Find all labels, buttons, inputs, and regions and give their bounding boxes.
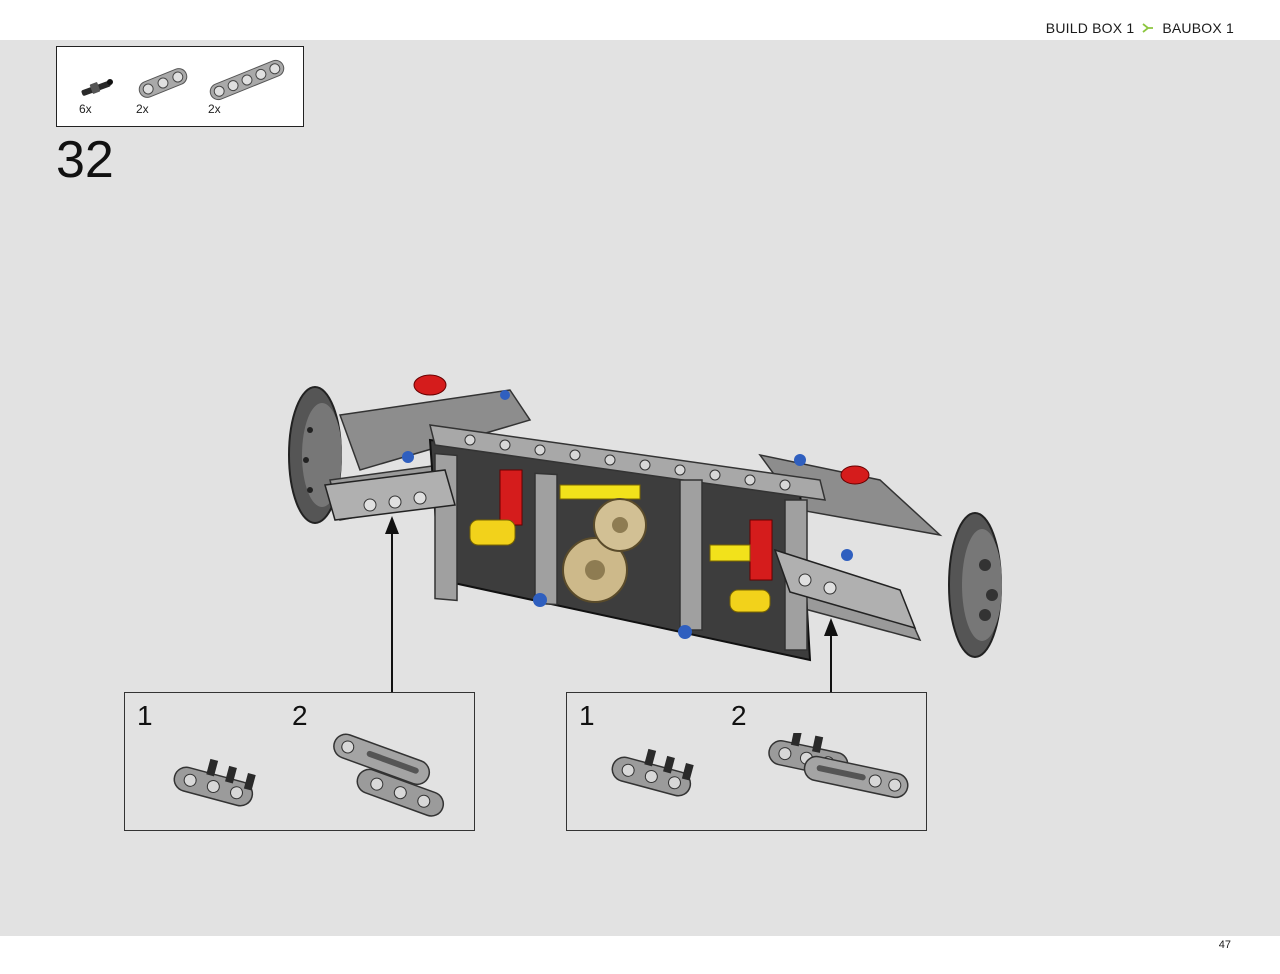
grey-3-hole-beam-icon <box>135 65 191 106</box>
part-qty: 2x <box>136 102 149 116</box>
callout-box-left: 1 2 <box>124 692 475 831</box>
chevron-right-icon <box>1142 22 1154 34</box>
breadcrumb-build-box: BUILD BOX 1 <box>1045 20 1135 36</box>
breadcrumb: BUILD BOX 1 BAUBOX 1 <box>1046 20 1234 36</box>
sub-step-number: 2 <box>731 700 747 731</box>
black-friction-pin-icon <box>77 75 117 104</box>
sub-step-number: 1 <box>579 700 595 731</box>
page-footer <box>0 936 1280 974</box>
page-number: 47 <box>1218 939 1231 951</box>
grey-5-hole-beam-icon <box>205 57 289 108</box>
part-qty: 2x <box>208 102 221 116</box>
callout-arrow-right <box>824 618 838 699</box>
callout-arrow-left <box>385 516 399 699</box>
beam-with-pins-image <box>603 743 703 818</box>
part-qty: 6x <box>79 102 92 116</box>
beam-with-pins-image <box>165 753 265 828</box>
breadcrumb-baubox: BAUBOX 1 <box>1162 20 1234 36</box>
callout-box-right: 1 2 <box>566 692 927 831</box>
sub-step-number: 2 <box>292 700 308 731</box>
page-header: BUILD BOX 1 BAUBOX 1 <box>0 0 1280 40</box>
sub-step-number: 1 <box>137 700 153 731</box>
chassis-assembly-image <box>280 360 1020 690</box>
beam-assembly-image <box>755 729 920 828</box>
parts-list-box: 6x 2x 2x <box>56 46 304 127</box>
beam-assembly-image <box>320 728 470 833</box>
step-number: 32 <box>56 131 114 189</box>
